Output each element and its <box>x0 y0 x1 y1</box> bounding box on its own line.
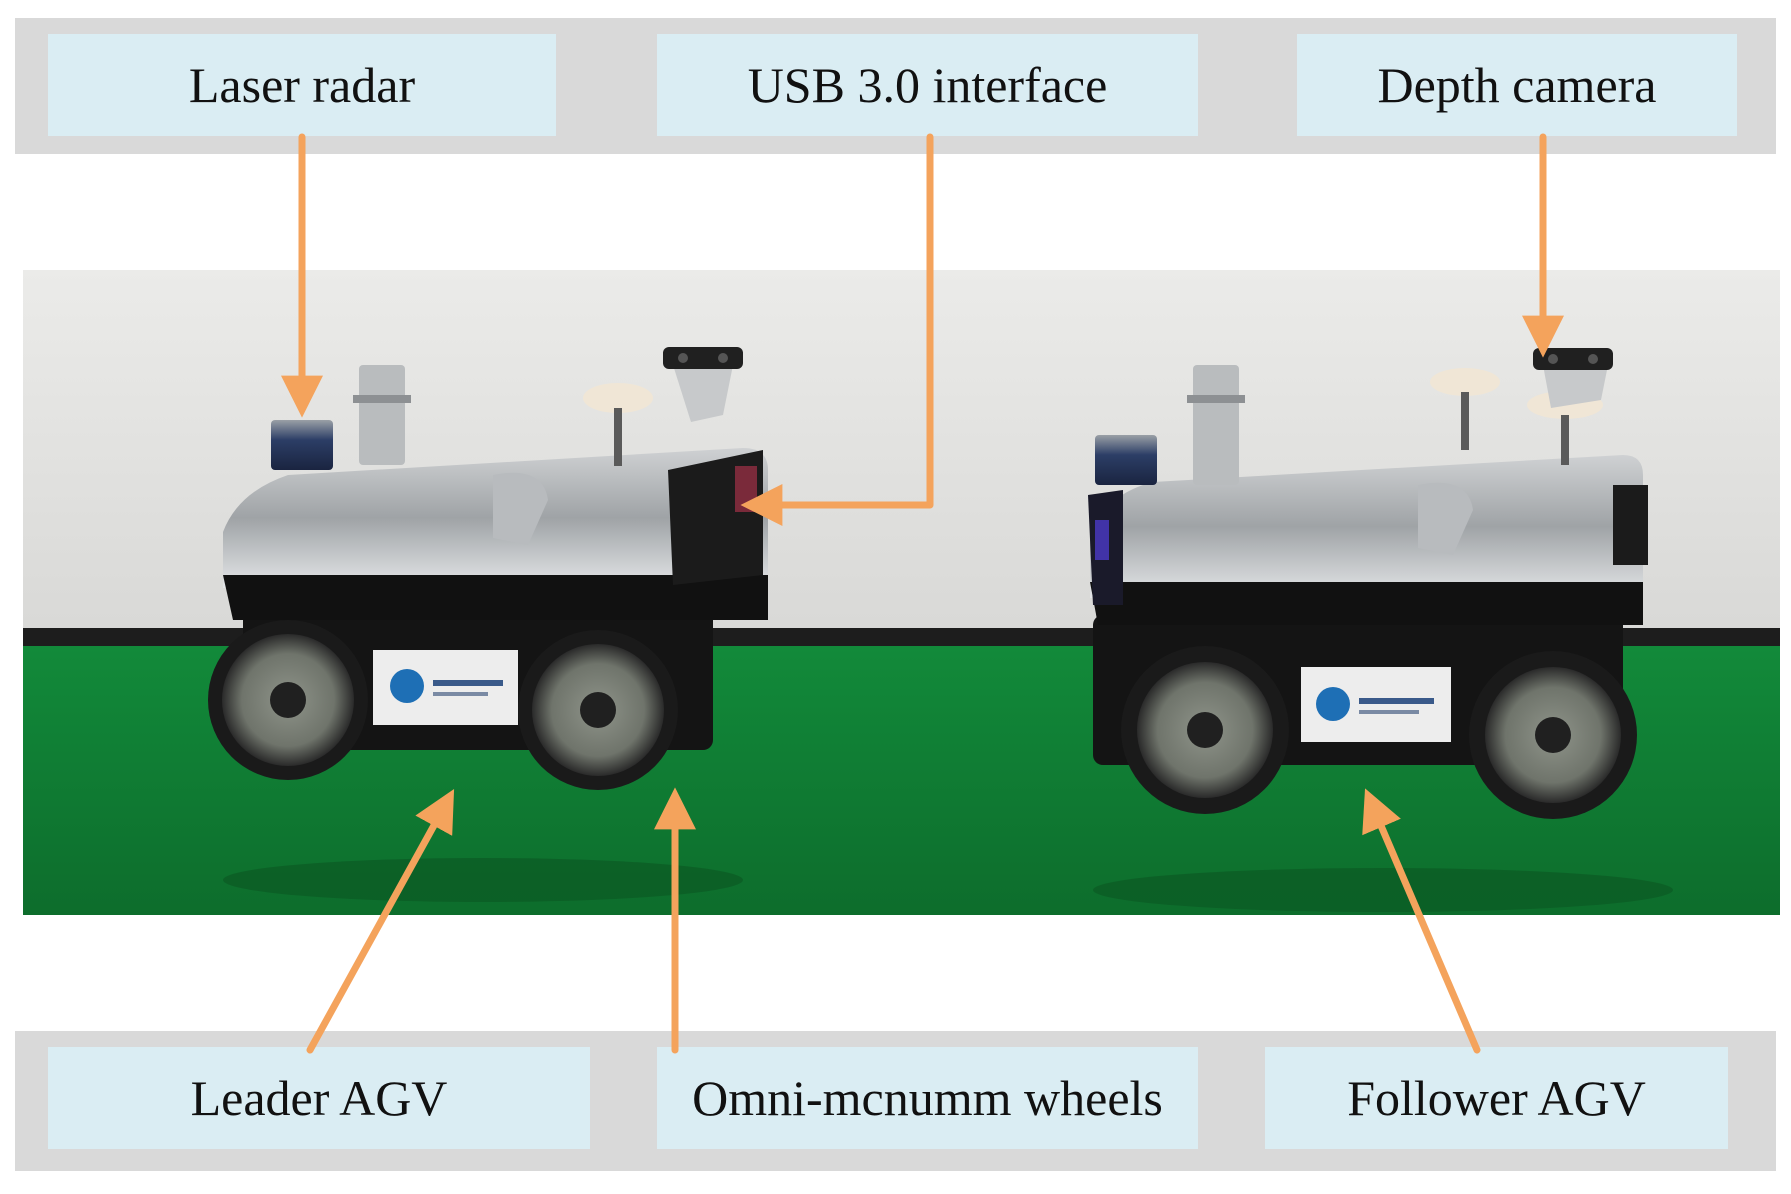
follower-depth-camera <box>1533 348 1613 370</box>
label-laser-radar: Laser radar <box>48 34 556 136</box>
leader-wheel-front <box>518 630 678 790</box>
label-leader-agv: Leader AGV <box>48 1047 590 1149</box>
follower-wheel-rear <box>1121 646 1289 814</box>
label-omni-wheels: Omni-mcnumm wheels <box>657 1047 1198 1149</box>
follower-wheel-front <box>1469 651 1637 819</box>
agv-photo <box>23 270 1780 915</box>
leader-wheel-rear <box>208 620 368 780</box>
leader-lidar <box>271 420 333 470</box>
label-depth-camera: Depth camera <box>1297 34 1737 136</box>
label-usb-interface: USB 3.0 interface <box>657 34 1198 136</box>
leader-agv <box>208 347 768 790</box>
follower-lidar <box>1095 435 1157 485</box>
leader-depth-camera <box>663 347 743 369</box>
follower-agv <box>1088 348 1648 819</box>
label-follower-agv: Follower AGV <box>1265 1047 1728 1149</box>
